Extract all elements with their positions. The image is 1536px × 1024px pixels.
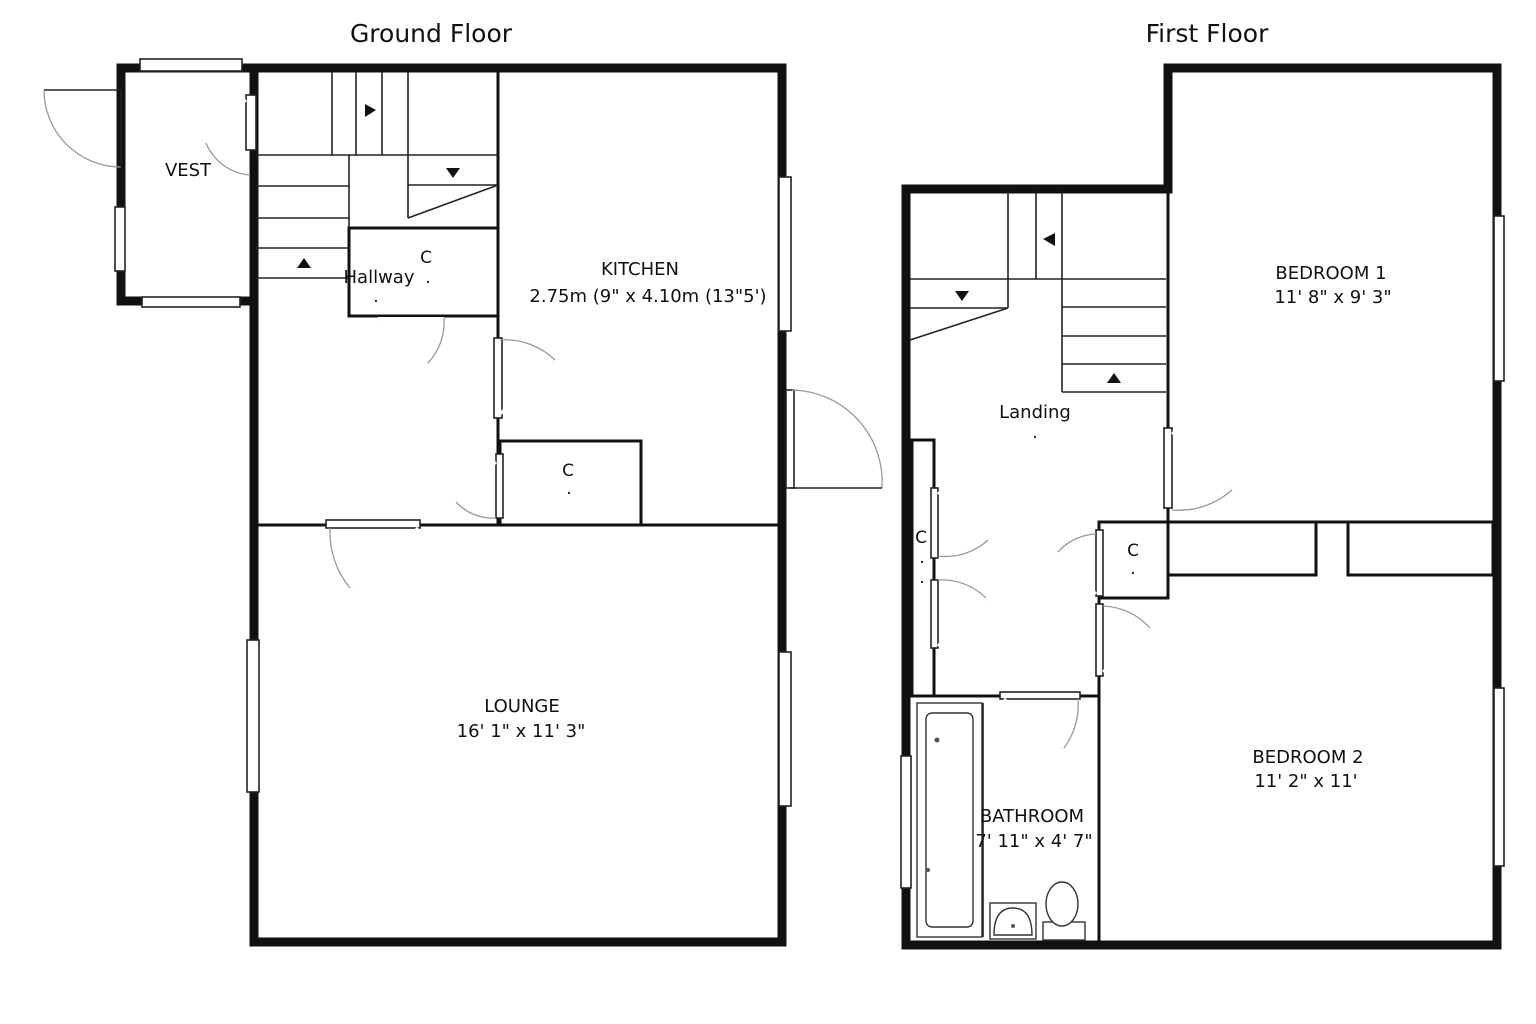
first-floor: First Floor Landing . BEDROOM 1 11' 8" x [900, 19, 1505, 950]
hall-cupboard-label: C [420, 248, 432, 268]
bedroom2-label: BEDROOM 2 [1252, 747, 1363, 768]
vest-bottom-window [141, 296, 241, 308]
bedroom2-dims: 11' 2" x 11' [1254, 771, 1357, 792]
vest-hall-door [200, 94, 257, 176]
lounge-door [325, 519, 421, 590]
kitchen-back-door [785, 389, 883, 489]
landing-label: Landing [999, 402, 1071, 423]
bathroom-door [999, 691, 1081, 750]
kitchen-dims: 2.75m (9" x 4.10m (13"5') [529, 286, 766, 307]
bedroom1-dims: 11' 8" x 9' 3" [1274, 287, 1391, 308]
wash-basin [989, 902, 1037, 940]
kitchen-cupboard-door [454, 453, 504, 519]
vest-front-door [43, 89, 122, 168]
bathroom-dims: 7' 11" x 4' 7" [975, 831, 1092, 852]
ground-floor: Ground Floor [43, 19, 883, 947]
mid-cupboard-door [1056, 529, 1104, 597]
first-stairs [909, 191, 1166, 393]
mid-cupboard-dot: . [1130, 559, 1135, 579]
bedroom1-label: BEDROOM 1 [1275, 263, 1386, 284]
wardrobe-right [1346, 520, 1495, 577]
bedroom2-door [1095, 603, 1151, 677]
bathroom-label: BATHROOM [980, 806, 1084, 827]
bath-tub [916, 702, 984, 938]
hallway-dot-marker: . [425, 268, 430, 288]
left-cupboard-door-upper [930, 487, 990, 559]
hall-cupboard-door [377, 317, 445, 365]
bedroom2-window [1493, 687, 1505, 867]
lounge-left-window [246, 639, 260, 793]
vest-top-window [139, 58, 243, 72]
kitchen-hall-door [493, 337, 556, 419]
toilet [1042, 881, 1086, 941]
mid-cupboard-label: C [1127, 541, 1139, 561]
wardrobe-left [1166, 520, 1318, 577]
left-cupboard-wall [910, 438, 936, 698]
left-cupboard-door-lower [930, 579, 988, 649]
ground-outer-wall [249, 63, 787, 947]
ground-stairs [256, 70, 500, 525]
lounge-right-window [778, 651, 792, 807]
vest-side-window [114, 206, 126, 272]
left-cupboard-dot-2: . [919, 568, 924, 588]
kitchen-cupboard-label: C [562, 461, 574, 481]
lounge-label: LOUNGE [484, 696, 560, 717]
hallway-dot-marker-2: . [373, 287, 378, 307]
kitchen-cupboard-dot: . [566, 479, 571, 499]
kitchen-label: KITCHEN [601, 259, 679, 280]
first-floor-title: First Floor [1146, 19, 1269, 48]
hall-cupboard-wall [347, 226, 500, 318]
kitchen-window [778, 176, 792, 332]
ground-floor-title: Ground Floor [350, 19, 513, 48]
hallway-label: Hallway [344, 267, 415, 288]
landing-dot: . [1032, 423, 1037, 443]
bathroom-window [900, 755, 912, 889]
lounge-dims: 16' 1" x 11' 3" [457, 721, 586, 742]
left-cupboard-dot: . [919, 548, 924, 568]
left-cupboard-label: C [915, 528, 927, 548]
bedroom1-window [1493, 215, 1505, 382]
vest-label: VEST [165, 160, 212, 181]
bedroom1-door [1163, 427, 1233, 511]
vest-outer-wall [116, 63, 259, 306]
